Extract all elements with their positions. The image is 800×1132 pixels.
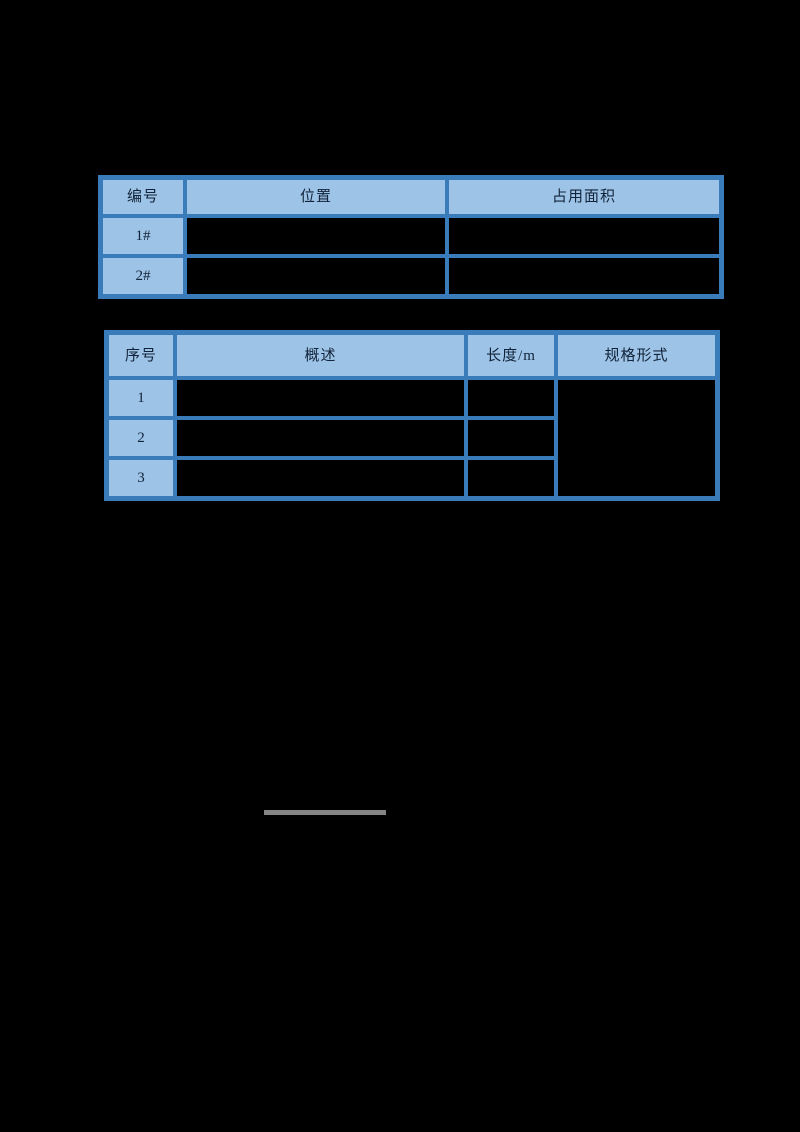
- table-row: 3: [107, 458, 717, 498]
- table-row: 1: [107, 378, 717, 498]
- footer-mark: [258, 808, 390, 840]
- row-index-cell: 1: [107, 378, 175, 418]
- table-header-row: 编号 位置 占用面积: [101, 178, 721, 216]
- column-header-length: 长度/m: [466, 333, 556, 378]
- occupied-area-cell: [447, 216, 721, 256]
- table-header-row: 序号 概述 长度/m 规格形式: [107, 333, 717, 378]
- row-index-cell: 3: [107, 458, 175, 498]
- footer-mark-text: [258, 816, 390, 836]
- column-header-position: 位置: [185, 178, 447, 216]
- position-cell: [185, 256, 447, 296]
- specification-table-header: 序号 概述 长度/m 规格形式: [107, 333, 717, 378]
- caption-under-occupancy-table: [104, 272, 384, 286]
- length-cell: [466, 458, 556, 498]
- row-index-cell: 1#: [101, 216, 185, 256]
- column-header-serial-number: 序号: [107, 333, 175, 378]
- specification-form-cell: [556, 378, 717, 498]
- summary-cell: [175, 418, 466, 458]
- footer-mark-bar: [264, 810, 386, 815]
- row-index-cell: 2#: [101, 256, 185, 296]
- occupied-area-cell: [447, 256, 721, 296]
- occupancy-table-header: 编号 位置 占用面积: [101, 178, 721, 216]
- table-row: 2#: [101, 256, 721, 296]
- specification-table: 序号 概述 长度/m 规格形式 1 2 3: [104, 330, 720, 501]
- occupancy-table-body: 1# 2#: [101, 216, 721, 296]
- length-cell: [466, 378, 556, 418]
- table-row: 1#: [101, 216, 721, 256]
- column-header-occupied-area: 占用面积: [447, 178, 721, 216]
- length-cell: [466, 418, 556, 458]
- summary-cell: [175, 458, 466, 498]
- column-header-specification-form: 规格形式: [556, 333, 717, 378]
- column-header-summary: 概述: [175, 333, 466, 378]
- specification-table-body: 1 2 3: [107, 378, 717, 498]
- position-cell: [185, 216, 447, 256]
- summary-cell: [175, 378, 466, 418]
- column-header-number: 编号: [101, 178, 185, 216]
- row-index-cell: 2: [107, 418, 175, 458]
- table-row: 2: [107, 418, 717, 458]
- occupancy-table: 编号 位置 占用面积 1# 2#: [98, 175, 724, 299]
